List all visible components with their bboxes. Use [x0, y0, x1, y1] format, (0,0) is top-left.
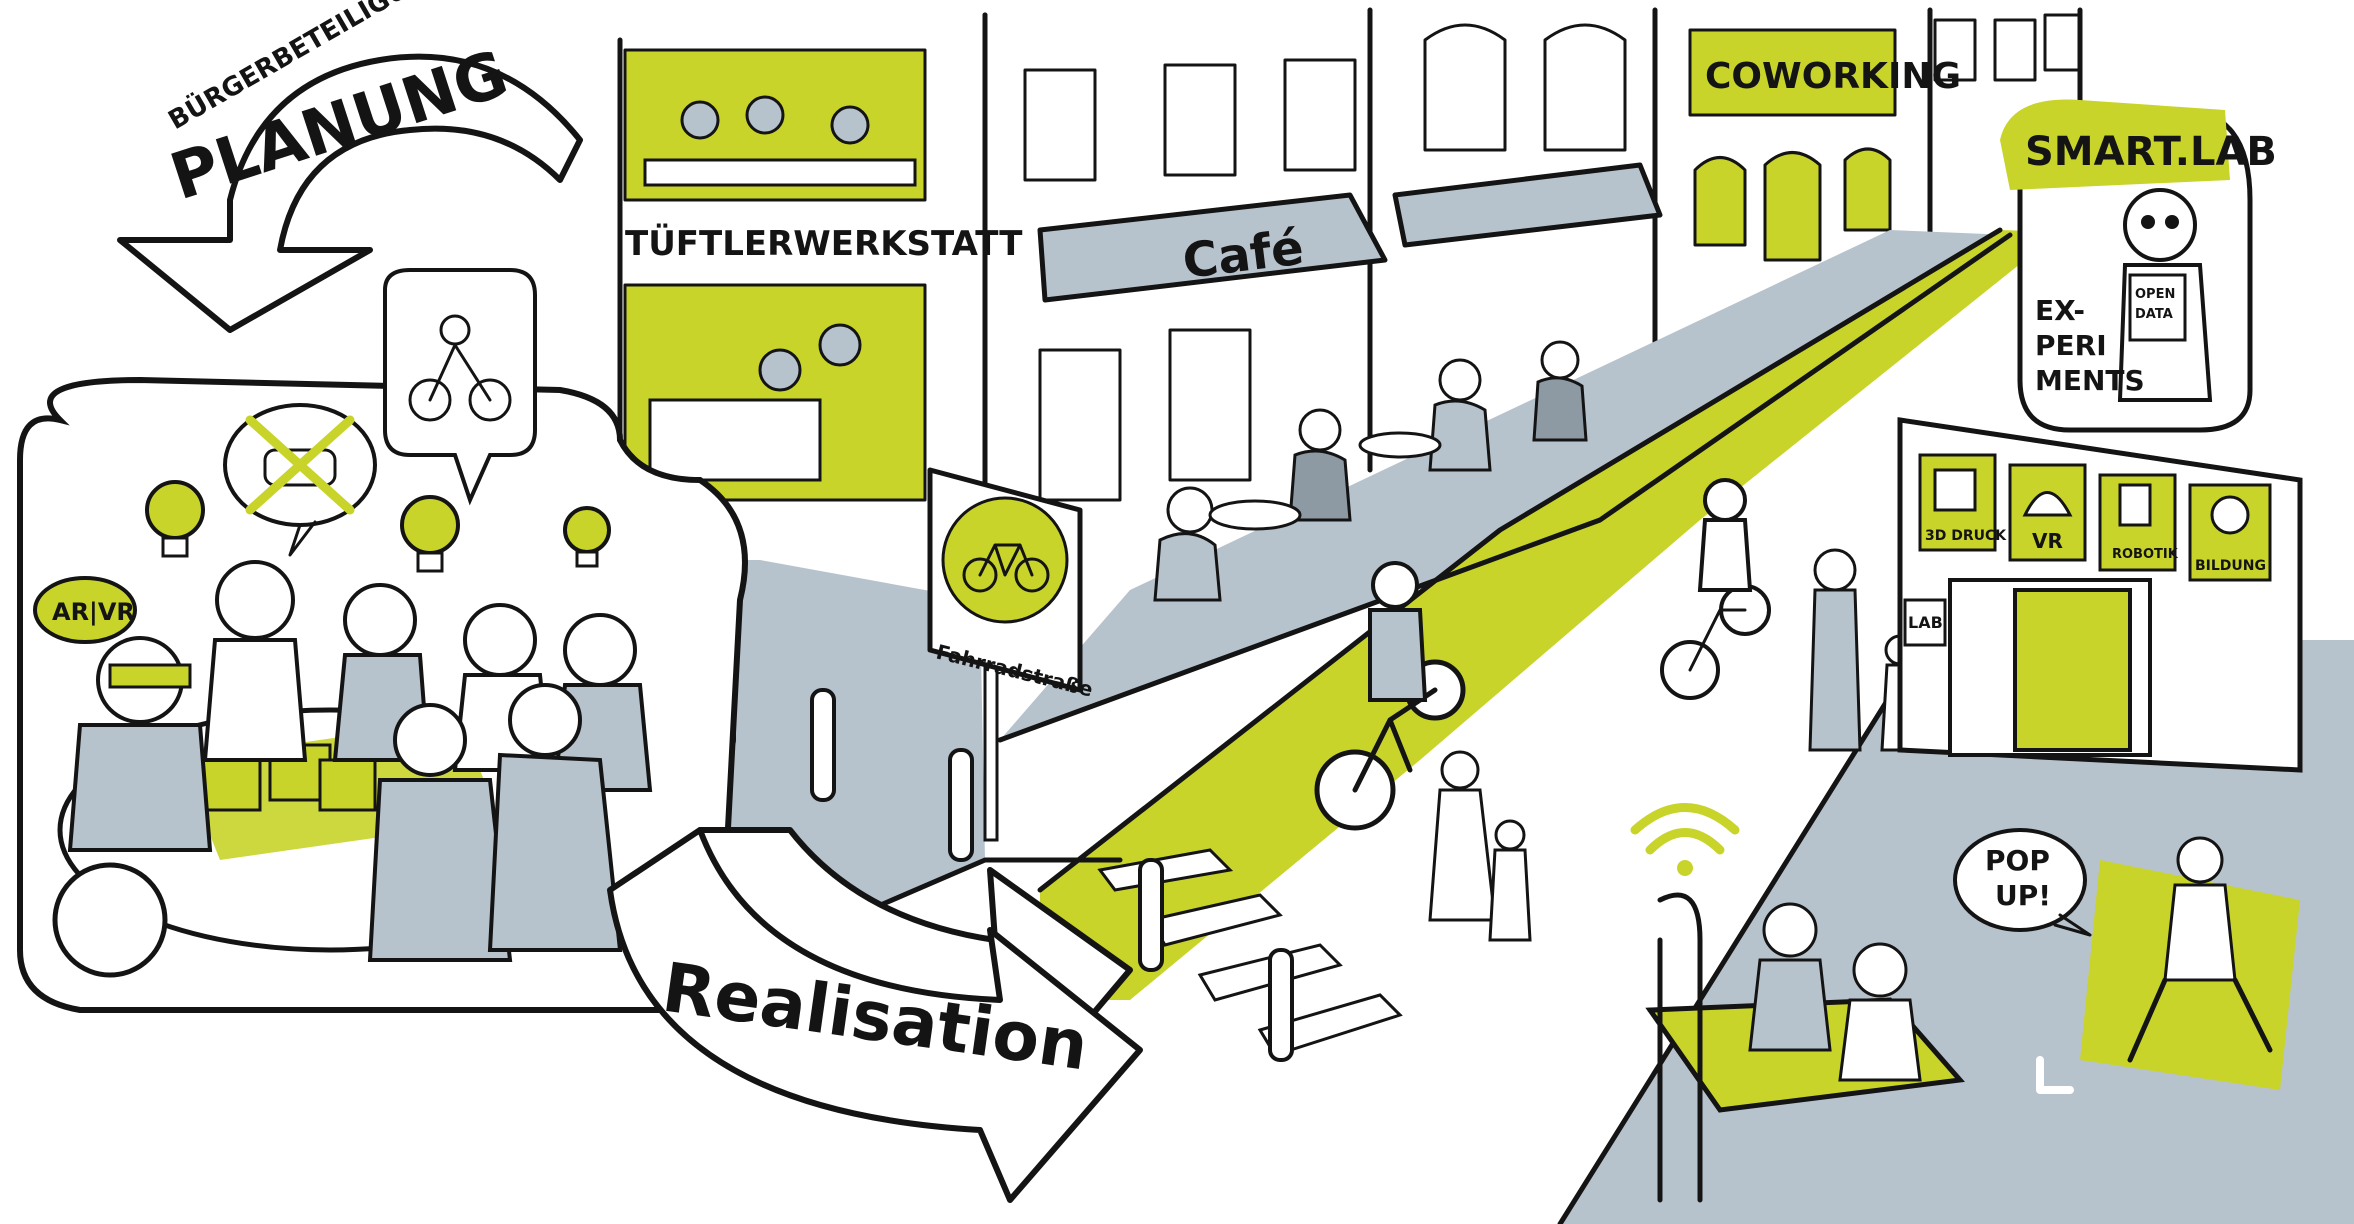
coworking-sign: COWORKING [1688, 28, 1961, 117]
participation-bubble: AR|VR [17, 268, 748, 1013]
open-data-label: DATA [2135, 307, 2173, 322]
tueftlerwerkstatt-sign: TÜFTLERWERKSTATT [625, 223, 1023, 264]
ar-vr-badge: AR|VR [33, 576, 137, 644]
pop-up-label: POP [1985, 844, 2050, 877]
experiments-label: PERI [2035, 329, 2107, 362]
3d-printer-icon [1933, 468, 1977, 512]
pop-up-label: UP! [1995, 879, 2051, 912]
lab-icon-tiles: 3D DRUCK VR ROBOTIK BILDUNG [1918, 453, 2272, 582]
kreativflaeche-label: KREATIV- [2030, 1100, 2254, 1151]
tueftlerwerkstatt-building: TÜFTLERWERKSTATT [617, 12, 1023, 563]
lightbulb-icon [563, 506, 611, 568]
no-car-bubble [223, 403, 377, 557]
zebra-crossing [1097, 848, 1403, 1057]
svg-text:AR|VR: AR|VR [52, 598, 135, 626]
realisation-arrow: Realisation [607, 827, 1143, 1203]
cyclist-front [1314, 561, 1466, 831]
kreativflaeche-label: FLÄCHE [2045, 1153, 2236, 1206]
bicycle-icon [962, 543, 1050, 593]
cafe-awning: Café [1037, 192, 1388, 303]
cafe-guests [1153, 340, 1588, 602]
smart-lab-bubble: SMART.LAB OPEN DATA EX- PERI MENTS [2000, 99, 2277, 433]
info-bulb-icon [2210, 495, 2250, 535]
lab-icon-label: ROBOTIK [2112, 547, 2179, 562]
smart-lab-building: 3D DRUCK VR ROBOTIK BILDUNG LAB [1897, 417, 2303, 773]
cyclist-back [1660, 478, 1771, 700]
street [657, 227, 2354, 1224]
lightbulb-icon [145, 480, 205, 558]
smart-bench [1630, 803, 1965, 1203]
kreativflaeche: KREATIV- FLÄCHE [2030, 836, 2300, 1206]
experiments-label: MENTS [2035, 364, 2145, 397]
fahrradstrasse-sign: Fahrradstraße [927, 467, 1095, 842]
lab-icon-label: BILDUNG [2195, 558, 2266, 574]
pop-up-bubble: POP UP! [1953, 828, 2092, 937]
robot-icon [2118, 483, 2152, 527]
wifi-icon [1630, 803, 1740, 876]
windows [1023, 13, 2082, 182]
lightbulb-icon [400, 495, 460, 573]
svg-text:COWORKING: COWORKING [1705, 56, 1961, 97]
bicycle-bubble [383, 268, 537, 506]
smart-lab-title: SMART.LAB [2025, 129, 2277, 175]
lab-icon-label: 3D DRUCK [1925, 528, 2007, 544]
lab-sign: LAB [1908, 613, 1943, 632]
vr-headset-icon [2022, 491, 2073, 517]
open-data-label: OPEN [2135, 287, 2175, 302]
experiments-label: EX- [2035, 294, 2085, 327]
building-row: Café COWORKING [982, 7, 2083, 563]
lab-icon-label: VR [2032, 529, 2063, 553]
